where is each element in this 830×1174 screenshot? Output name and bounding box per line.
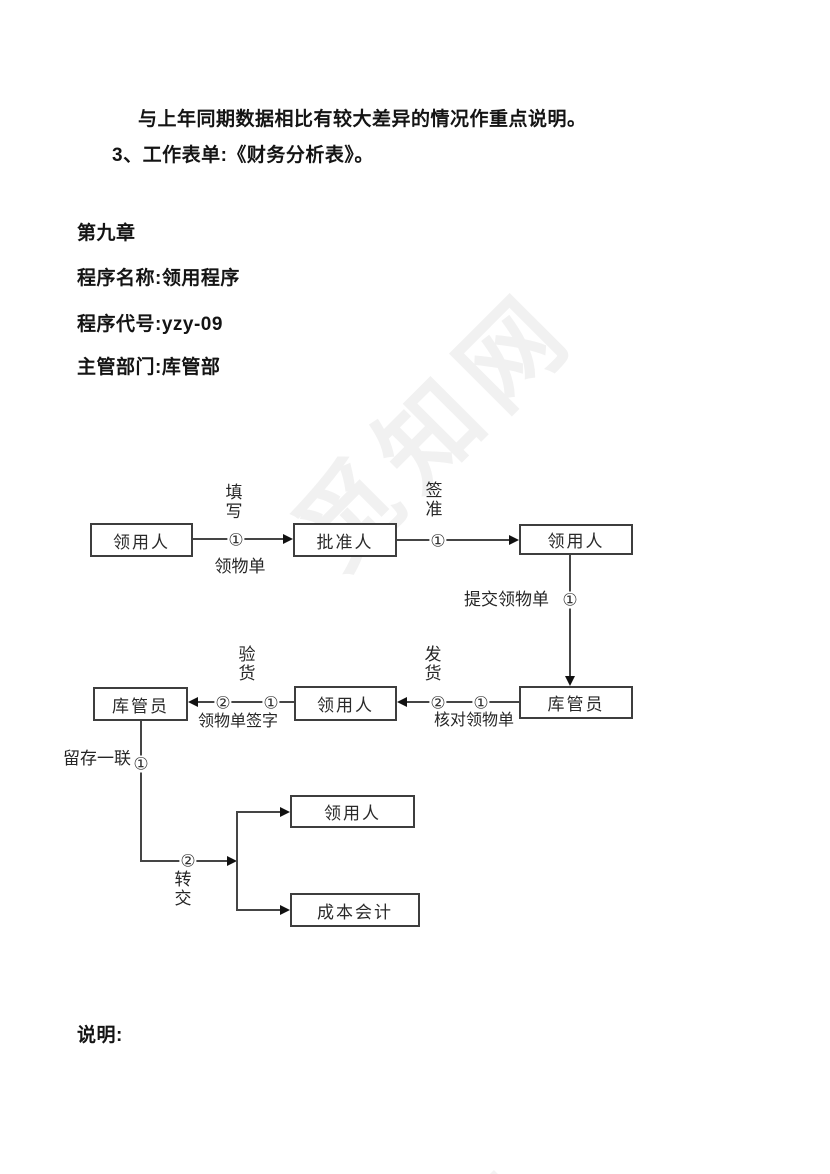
program-code-line: 程序代号:yzy-09 [77,314,223,335]
connector-line [140,721,142,861]
step-marker-1: ① [429,531,447,551]
arrow-right-icon [509,535,519,545]
step-marker-2: ② [429,693,447,713]
label-verify-form: 核对领物单 [434,712,515,729]
program-name-line: 程序名称:领用程序 [77,268,240,289]
label-submit-form: 提交领物单 [464,590,549,609]
arrow-right-icon [283,534,293,544]
step-marker-1: ① [262,693,280,713]
label-sign-approval: 签准 [425,481,443,519]
label-ship-goods: 发货 [424,645,442,683]
flow-box-requisitioner-4: 领用人 [290,795,415,828]
arrow-down-icon [565,676,575,686]
connector-line [197,701,294,703]
connector-line [397,539,511,541]
label-sign-form: 领物单签字 [198,713,279,730]
step-marker-1: ① [561,590,579,610]
arrow-right-icon [227,856,237,866]
flow-box-cost-accountant: 成本会计 [290,893,420,927]
step-marker-1: ① [472,693,490,713]
department-line: 主管部门:库管部 [77,357,221,378]
connector-line [236,909,282,911]
flow-box-approver: 批准人 [293,523,397,557]
arrow-left-icon [397,697,407,707]
flow-box-requisitioner-2: 领用人 [519,524,633,555]
connector-line [236,811,238,911]
flow-box-requisitioner-1: 领用人 [90,523,193,557]
flow-box-requisitioner-3: 领用人 [294,686,397,721]
note-label: 说明: [77,1025,123,1046]
step-marker-1: ① [227,530,245,550]
step-marker-1: ① [132,754,150,774]
arrow-right-icon [280,807,290,817]
connector-line [406,701,519,703]
label-requisition-form: 领物单 [214,557,266,576]
arrow-right-icon [280,905,290,915]
step-marker-2: ② [214,693,232,713]
flow-box-storekeeper-right: 库管员 [519,686,633,719]
intro-line-1: 与上年同期数据相比有较大差异的情况作重点说明。 [138,109,587,130]
chapter-title: 第九章 [77,223,136,244]
label-inspect-goods: 验货 [238,645,256,683]
label-fill-in: 填写 [225,483,243,521]
connector-line [569,555,571,679]
connector-line [236,811,282,813]
flow-box-storekeeper-left: 库管员 [93,687,188,721]
label-keep-one-copy: 留存一联 [63,749,131,768]
intro-line-2: 3、工作表单:《财务分析表》。 [112,145,374,166]
label-transfer: 转交 [174,870,192,908]
arrow-left-icon [188,697,198,707]
step-marker-2: ② [179,851,197,871]
